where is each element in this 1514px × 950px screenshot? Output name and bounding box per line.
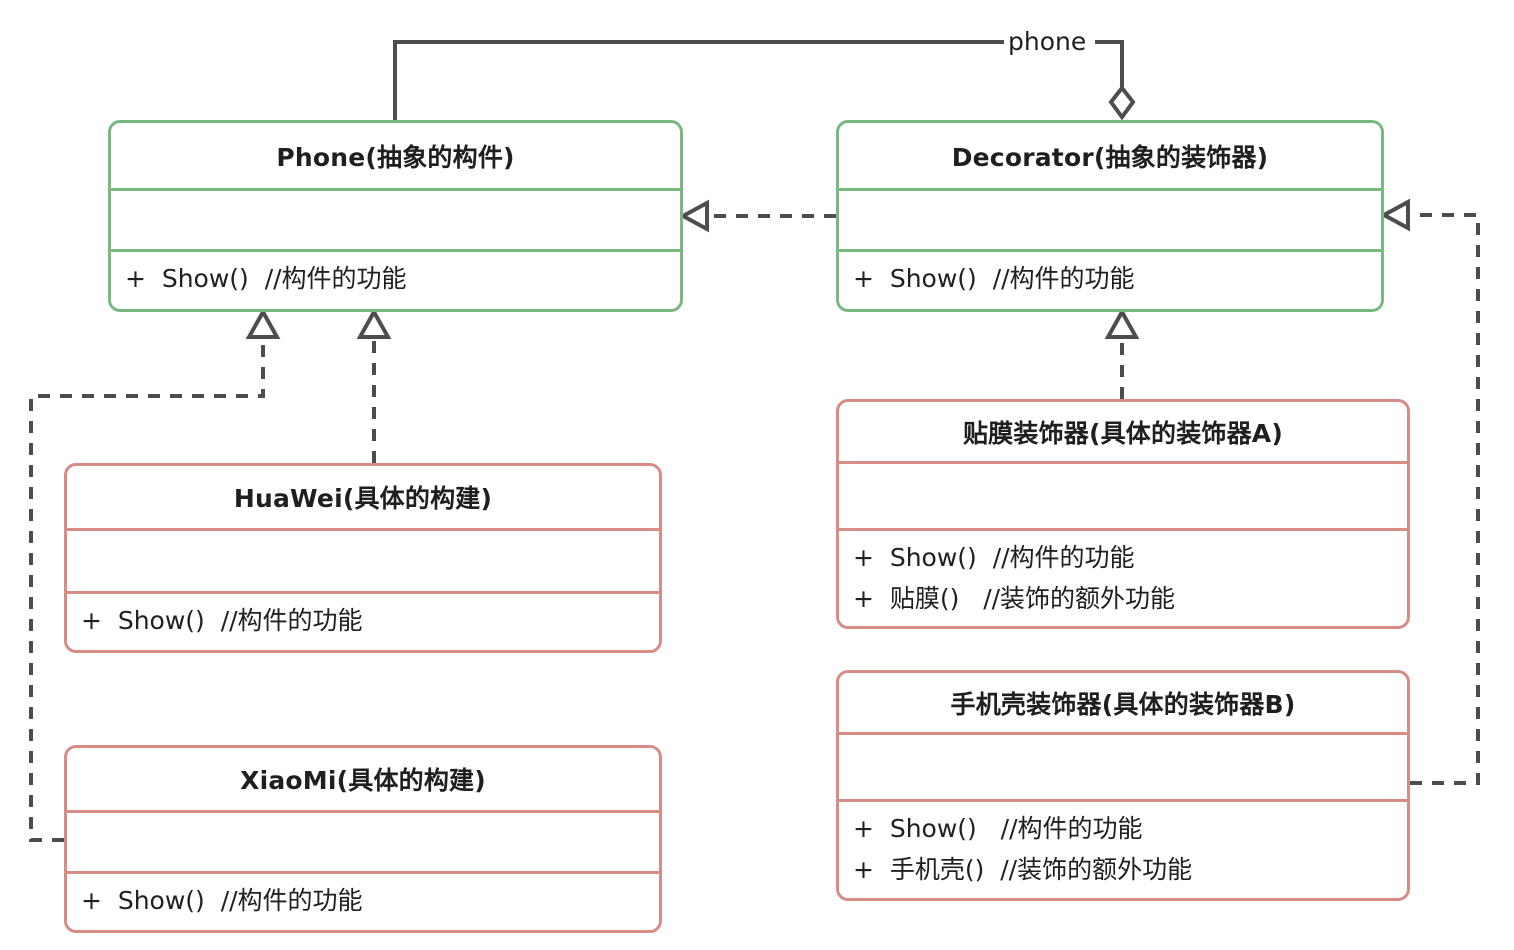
class-separator xyxy=(839,461,1407,464)
class-separator xyxy=(839,188,1381,191)
class-separator xyxy=(67,871,659,874)
class-box-xiaomi[interactable]: XiaoMi(具体的构建) + Show() //构件的功能 xyxy=(64,745,662,933)
hollow-triangle-marker xyxy=(1379,198,1410,232)
class-separator xyxy=(67,528,659,531)
class-operations-case-decorator: + Show() //构件的功能 + 手机壳() //装饰的额外功能 xyxy=(839,802,1407,890)
class-separator xyxy=(111,249,680,252)
class-box-huawei[interactable]: HuaWei(具体的构建) + Show() //构件的功能 xyxy=(64,463,662,653)
operation-line: + Show() //构件的功能 xyxy=(853,543,1135,572)
class-title-xiaomi: XiaoMi(具体的构建) xyxy=(240,766,486,795)
class-box-case-decorator[interactable]: 手机壳装饰器(具体的装饰器B) + Show() //构件的功能 + 手机壳()… xyxy=(836,670,1410,901)
edge-realization-film-decorator xyxy=(1104,307,1140,399)
class-operations-phone: + Show() //构件的功能 xyxy=(111,252,680,299)
class-separator xyxy=(111,188,680,191)
class-title-case-decorator: 手机壳装饰器(具体的装饰器B) xyxy=(950,689,1296,719)
class-attributes-huawei xyxy=(67,531,659,591)
hollow-triangle-marker xyxy=(356,307,392,339)
class-operations-decorator: + Show() //构件的功能 xyxy=(839,252,1381,299)
hollow-triangle-marker xyxy=(245,307,281,339)
class-operations-xiaomi: + Show() //构件的功能 xyxy=(67,874,659,921)
edge-realization-huawei-phone xyxy=(356,307,392,463)
class-attributes-phone xyxy=(111,191,680,249)
operation-line: + Show() //构件的功能 xyxy=(81,606,363,635)
class-operations-film-decorator: + Show() //构件的功能 + 贴膜() //装饰的额外功能 xyxy=(839,531,1407,619)
operation-line: + Show() //构件的功能 xyxy=(853,264,1135,293)
operation-line: + Show() //构件的功能 xyxy=(853,814,1143,843)
class-attributes-xiaomi xyxy=(67,813,659,871)
class-title-huawei: HuaWei(具体的构建) xyxy=(233,484,493,513)
operation-line: + 手机壳() //装饰的额外功能 xyxy=(853,855,1193,884)
operation-line: + 贴膜() //装饰的额外功能 xyxy=(853,584,1176,613)
class-box-phone[interactable]: Phone(抽象的构件) + Show() //构件的功能 xyxy=(108,120,683,312)
class-attributes-case-decorator xyxy=(839,735,1407,799)
class-separator xyxy=(839,528,1407,531)
class-separator xyxy=(839,732,1407,735)
hollow-triangle-marker xyxy=(1104,307,1140,339)
class-title-film-decorator: 贴膜装饰器(具体的装饰器A) xyxy=(962,418,1283,448)
class-box-decorator[interactable]: Decorator(抽象的装饰器) + Show() //构件的功能 xyxy=(836,120,1384,312)
edge-label-phone: phone xyxy=(1004,28,1091,56)
operation-line: + Show() //构件的功能 xyxy=(125,264,407,293)
edge-realization-decorator-phone xyxy=(678,199,836,233)
hollow-diamond-marker xyxy=(1108,84,1136,121)
class-separator xyxy=(67,591,659,594)
class-attributes-decorator xyxy=(839,191,1381,249)
class-operations-huawei: + Show() //构件的功能 xyxy=(67,594,659,641)
class-attributes-film-decorator xyxy=(839,464,1407,528)
hollow-triangle-marker xyxy=(678,199,709,233)
operation-line: + Show() //构件的功能 xyxy=(81,886,363,915)
class-separator xyxy=(839,799,1407,802)
class-box-film-decorator[interactable]: 贴膜装饰器(具体的装饰器A) + Show() //构件的功能 + 贴膜() /… xyxy=(836,399,1410,629)
class-separator xyxy=(839,249,1381,252)
class-title-decorator: Decorator(抽象的装饰器) xyxy=(951,142,1269,172)
class-title-phone: Phone(抽象的构件) xyxy=(276,142,515,172)
class-separator xyxy=(67,810,659,813)
